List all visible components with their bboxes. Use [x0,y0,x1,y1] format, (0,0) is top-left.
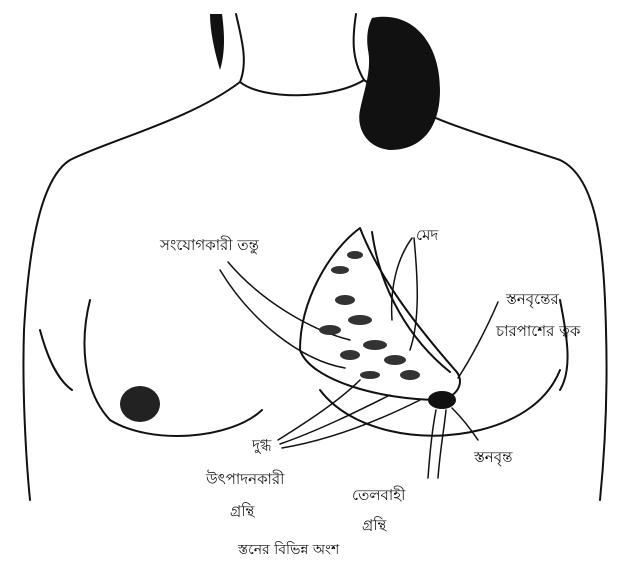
milk-gland-leader-2 [280,395,390,444]
milk-gland-lobule [400,370,420,380]
figure-caption: স্তনের বিভিন্ন অংশ [238,538,339,562]
oil-gland-leader-1 [428,410,436,478]
label-nipple: স্তনবৃন্ত [474,448,512,466]
label-connective-tissue: সংযোগকারী তন্তু [160,236,259,254]
label-oil-glands-line2: গ্রন্থি [362,516,386,534]
label-milk-glands-line1: দুগ্ধ [252,436,271,454]
gland-cluster-outline [300,228,460,400]
hair-bun [359,17,440,150]
milk-gland-lobule [347,251,363,259]
left-arm-crease [40,330,72,390]
neck-right-outline [354,14,364,80]
areola-skin-leader [458,302,498,378]
left-areola [120,386,160,422]
label-oil-glands-line1: তেলবাহী [352,486,405,504]
right-arm-crease [560,300,568,390]
left-breast-outline [85,300,262,436]
milk-gland-lobule [340,350,360,360]
label-milk-glands-line2: উৎপাদনকারী [206,470,284,488]
label-fat: মেদ [416,226,438,244]
neck-base-curve [240,80,364,95]
fat-leader-2 [410,238,417,350]
milk-gland-lobule [348,315,372,325]
milk-gland-lobule [331,266,349,274]
right-nipple [428,391,456,409]
left-shoulder-outline [23,82,240,500]
milk-gland-lobule [335,295,355,305]
hair-left-strands [210,14,224,70]
label-areola-skin-line1: স্তনবৃন্তের [506,290,559,308]
neck-left-outline [236,14,244,82]
milk-gland-lobule [384,355,406,365]
milk-gland-lobule [360,371,380,379]
milk-gland-lobule [363,340,387,350]
label-milk-glands-line3: গ্রন্থি [230,502,254,520]
connective-tissue-leader-2 [220,270,345,368]
label-areola-skin-line2: চারপাশের ত্বক [496,322,580,340]
milk-gland-lobule [319,325,341,335]
fat-leader-1 [392,238,412,320]
oil-gland-leader-2 [438,410,446,478]
